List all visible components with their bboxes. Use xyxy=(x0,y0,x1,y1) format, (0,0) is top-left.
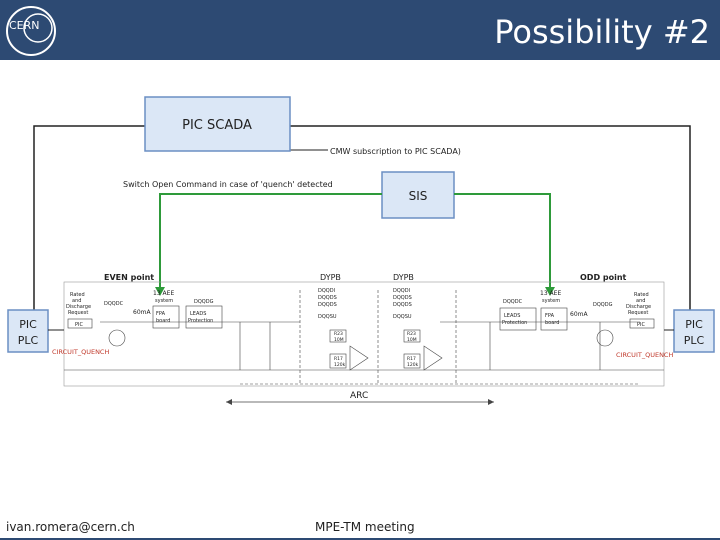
dqqdg-left: DQQDG xyxy=(194,299,214,305)
dypb-left-label: DYPB xyxy=(320,273,341,282)
leads-right-line1: LEADS xyxy=(504,313,520,319)
logo-text: CERN xyxy=(9,19,40,32)
rated-right-line2: and xyxy=(636,298,645,304)
r17-right-1: R17 xyxy=(407,356,416,362)
rated-left-line2: and xyxy=(72,298,81,304)
rated-left-line3: Discharge xyxy=(66,304,91,310)
pic-small-right: PIC xyxy=(637,322,645,328)
pic-plc-left-box xyxy=(7,309,49,353)
switch-note: Switch Open Command in case of 'quench' … xyxy=(123,180,333,189)
aee-left-line2: system xyxy=(155,298,173,304)
rated-right-line3: Discharge xyxy=(626,304,651,310)
dq-right-stack: DQQDI DQQDS DQQDS DQQSU xyxy=(393,288,412,320)
ma-left: 60mA xyxy=(133,309,151,316)
pic-plc-left-line2: PLC xyxy=(18,334,39,347)
sis-label: SIS xyxy=(409,189,428,203)
pic-plc-right-line2: PLC xyxy=(684,334,705,347)
pic-scada-box xyxy=(144,96,291,152)
r17-left-1: R17 xyxy=(334,356,343,362)
dqqdc-right: DQQDC xyxy=(503,299,523,305)
fpa-left-line2: board xyxy=(156,318,170,324)
slide-title: Possibility #2 xyxy=(494,13,710,51)
author-email: ivan.romera@cern.ch xyxy=(6,520,135,534)
ma-right: 60mA xyxy=(570,311,588,318)
header-bar: CERN Possibility #2 xyxy=(0,0,720,60)
r23-left-1: R23 xyxy=(334,331,343,337)
rated-left-line4: Request xyxy=(68,310,88,316)
circuit-quench-right: CIRCUIT_QUENCH xyxy=(616,351,673,359)
circuit-diagram: PIC SCADA CMW subscription to PIC SCADA)… xyxy=(7,96,715,405)
rated-right-line4: Request xyxy=(628,310,648,316)
aee-right-line1: 13 AEE xyxy=(540,290,561,297)
meeting-name: MPE-TM meeting xyxy=(315,520,415,534)
rated-right-group: Rated and Discharge Request PIC xyxy=(626,292,655,329)
fpa-right-line1: FPA xyxy=(545,313,555,319)
r23-left-2: 10M xyxy=(334,337,344,343)
r23-right-2: 10M xyxy=(407,337,417,343)
aee-left-line1: 13 AEE xyxy=(153,290,174,297)
dq-right-2: DQQDS xyxy=(393,295,412,301)
odd-point-label: ODD point xyxy=(580,273,627,282)
cern-logo-icon: CERN xyxy=(6,6,56,56)
r17-left-2: 120k xyxy=(334,362,346,368)
dypb-right-label: DYPB xyxy=(393,273,414,282)
rated-right-line1: Rated xyxy=(634,292,649,298)
dq-left-3: DQQDS xyxy=(318,302,337,308)
dq-left-stack: DQQDI DQQDS DQQDS DQQSU xyxy=(318,288,337,320)
pic-plc-left-line1: PIC xyxy=(19,318,37,331)
leads-right-line2: Protection xyxy=(502,320,527,326)
fpa-left-line1: FPA xyxy=(156,311,166,317)
r17-right-2: 120k xyxy=(407,362,419,368)
r23-right-1: R23 xyxy=(407,331,416,337)
dq-left-4: DQQSU xyxy=(318,314,337,320)
aee-right-line2: system xyxy=(542,298,560,304)
pic-scada-label: PIC SCADA xyxy=(182,118,252,133)
circuit-quench-left: CIRCUIT_QUENCH xyxy=(52,348,109,356)
rated-left-group: Rated and Discharge Request PIC xyxy=(66,292,93,329)
dq-right-4: DQQSU xyxy=(393,314,412,320)
leads-left-line2: Protection xyxy=(188,318,213,324)
cmw-note: CMW subscription to PIC SCADA) xyxy=(330,147,461,156)
dqqdc-left: DQQDC xyxy=(104,301,124,307)
rated-left-line1: Rated xyxy=(70,292,85,298)
dq-left-2: DQQDS xyxy=(318,295,337,301)
arc-label: ARC xyxy=(350,391,368,401)
pic-small-left: PIC xyxy=(75,322,83,328)
even-point-label: EVEN point xyxy=(104,273,154,282)
pic-plc-right-line1: PIC xyxy=(685,318,703,331)
dq-right-3: DQQDS xyxy=(393,302,412,308)
dq-right-1: DQQDI xyxy=(393,288,410,294)
fpa-right-line2: board xyxy=(545,320,559,326)
dqqdg-right: DQQDG xyxy=(593,302,613,308)
dq-left-1: DQQDI xyxy=(318,288,335,294)
leads-left-line1: LEADS xyxy=(190,311,206,317)
pic-plc-right-box xyxy=(673,309,715,353)
footer-bar xyxy=(0,538,720,540)
